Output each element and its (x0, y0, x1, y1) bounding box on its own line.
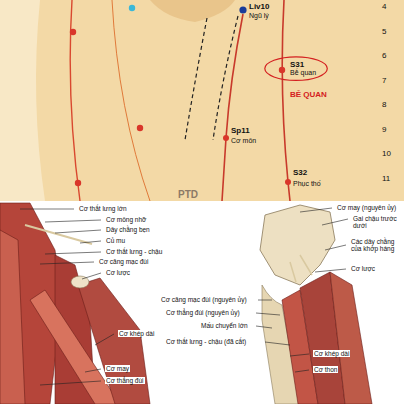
leader-line (315, 269, 346, 272)
ruler-number: 4 (382, 2, 386, 11)
ruler-number: 5 (382, 27, 386, 36)
ruler-number: 10 (382, 149, 391, 158)
point-name: Bễ quan (290, 69, 316, 77)
muscle (78, 278, 150, 404)
spleen-meridian (222, 14, 243, 201)
point-code: Liv10 (249, 2, 269, 11)
muscle-label: Cơ thẳng đùi (105, 377, 145, 384)
leader-line (300, 208, 332, 212)
groin-shape (150, 0, 235, 22)
muscle-label: Cơ thắt lưng - chậu (105, 248, 163, 255)
leader-lines (20, 208, 348, 385)
leader-line (45, 220, 101, 222)
ellipse-outline (265, 57, 327, 81)
point-callout: BỄ QUAN (290, 90, 327, 99)
acupoint-dot (70, 29, 76, 35)
leader-line (256, 313, 280, 315)
ruler-number: 6 (382, 51, 386, 60)
muscle-label: Cơ căng mạc đùi (nguyên ủy) (160, 296, 248, 303)
ruler-number: 11 (382, 174, 390, 183)
dashed-meridian (213, 16, 238, 140)
muscle-label: Cơ thắt lưng lớn (78, 205, 128, 212)
muscle (330, 272, 372, 404)
acupoint-dot (75, 180, 81, 186)
muscle-label: Các dây chằng của khớp háng (350, 238, 404, 253)
leader-line (256, 326, 272, 328)
ruler-number: 9 (382, 125, 386, 134)
leader-line (80, 241, 101, 243)
leader-line (258, 300, 272, 301)
muscle (0, 230, 25, 404)
acupoint-dot (129, 5, 135, 11)
leader-line (265, 342, 290, 345)
dashed-meridian (185, 18, 207, 140)
leader-line (45, 252, 101, 254)
leader-line (290, 354, 309, 356)
acupoint-dot (223, 135, 229, 141)
leader-line (20, 209, 74, 210)
leader-line (295, 370, 309, 372)
leader-line (95, 334, 114, 345)
muscle-label: Mấu chuyển lớn (200, 322, 249, 329)
meridian-line (70, 0, 80, 201)
stomach-meridian (282, 0, 290, 201)
muscle-label: Cơ may (105, 365, 130, 372)
muscle-label: Cơ khép dài (313, 350, 350, 357)
muscle-label: Cơ căng mạc đùi (98, 258, 149, 265)
point-ellipse: S31Bễ quan (264, 56, 328, 81)
muscle-label: Cơ lược (105, 269, 131, 276)
muscle-label: Cơ may (nguyên ủy) (336, 204, 397, 211)
muscle-label: Củ mu (105, 237, 126, 244)
ligament (290, 255, 312, 282)
leader-line (55, 230, 101, 233)
acupoint-dot (137, 125, 143, 131)
muscle-label: Cơ lược (350, 265, 376, 272)
muscle-label: Gai chậu trước dưới (352, 215, 398, 230)
ruler-number: 7 (382, 76, 386, 85)
ruler-number: 8 (382, 100, 386, 109)
point-code: Sp11 (231, 126, 250, 135)
ligament (25, 225, 92, 244)
point-code: S32 (293, 168, 307, 177)
watermark: PTD (178, 189, 198, 201)
leader-line (322, 219, 348, 225)
acupoint-dot (239, 6, 246, 13)
point-name: Phục thố (293, 180, 321, 188)
acupoint-dot (279, 67, 285, 73)
leader-line (85, 369, 101, 372)
leader-line (82, 273, 101, 279)
point-name: Ngũ lý (249, 12, 269, 20)
leader-line (40, 381, 101, 385)
meridian-line (112, 0, 150, 201)
muscle-label: Cơ khép dài (118, 330, 155, 337)
point-code: S31 (290, 60, 316, 69)
acupoint-dot (285, 179, 291, 185)
point-name: Cơ môn (231, 137, 256, 145)
muscle-label: Cơ thẳng đùi (nguyên ủy) (165, 309, 241, 316)
muscle-label: Cơ thon (313, 366, 338, 373)
leader-line (325, 245, 346, 250)
muscle-label: Dây chằng bẹn (105, 226, 151, 233)
pelvis-bone (260, 205, 335, 285)
plate-ground (0, 203, 404, 404)
muscle-label: Cơ mông nhỡ (105, 216, 147, 223)
muscle-label: Cơ thắt lưng - chậu (đã cắt) (165, 338, 247, 345)
thigh-edge (0, 0, 45, 201)
skin-ground (0, 0, 404, 201)
leader-line (40, 262, 94, 264)
